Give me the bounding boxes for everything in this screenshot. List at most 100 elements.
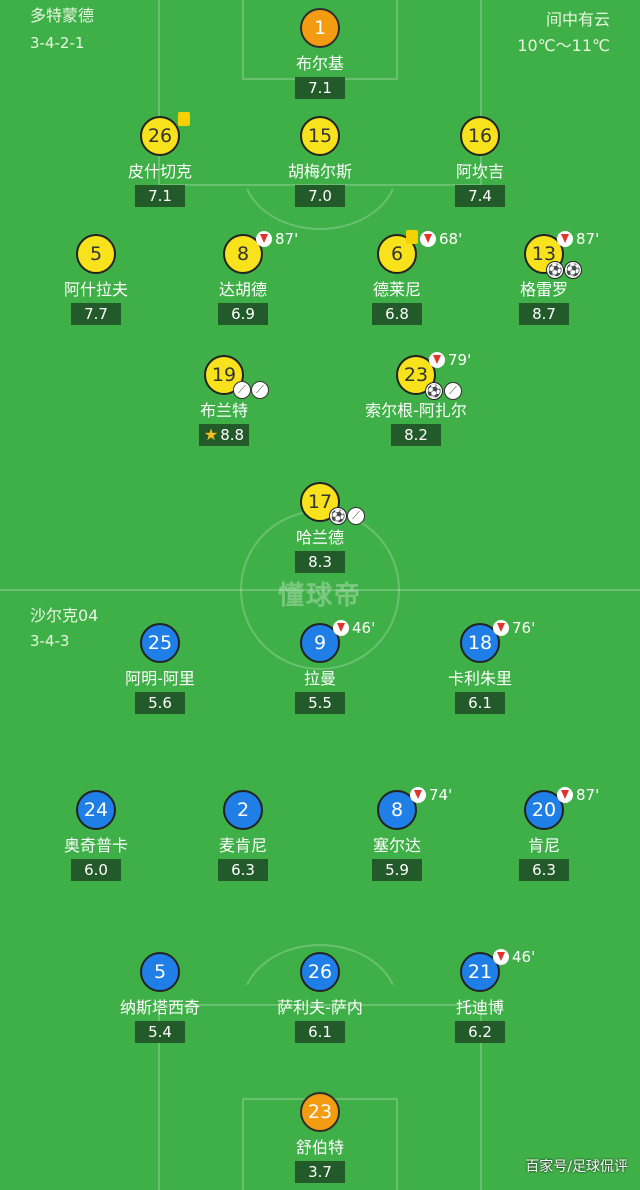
player-card[interactable]: 9 46' 拉曼 5.5	[265, 619, 375, 714]
player-rating: 6.3	[218, 859, 268, 881]
jersey-number: 8	[377, 790, 417, 830]
player-name: 布尔基	[295, 54, 344, 73]
boot-icon: ⟋	[251, 381, 269, 399]
substitution: 74'	[410, 786, 452, 804]
jersey-number: 15	[300, 116, 340, 156]
player-name: 奥奇普卡	[63, 836, 128, 855]
player-name: 肯尼	[527, 836, 560, 855]
player-name: 托迪博	[455, 998, 504, 1017]
player-card[interactable]: 1 布尔基 7.1	[265, 8, 375, 99]
sub-out-icon	[333, 620, 349, 636]
player-card[interactable]: 8 87' 达胡德 6.9	[188, 230, 298, 325]
boot-icon: ⟋	[347, 507, 365, 525]
player-card[interactable]: 20 87' 肯尼 6.3	[489, 786, 599, 881]
player-card[interactable]: 26 皮什切克 7.1	[105, 112, 215, 207]
football-icon: ⚽	[425, 382, 443, 400]
player-rating: 7.1	[135, 185, 185, 207]
player-card[interactable]: 26 萨利夫-萨内 6.1	[265, 952, 375, 1043]
player-rating: 5.5	[295, 692, 345, 714]
bottom-penalty-box	[158, 1004, 482, 1190]
jersey-number: 25	[140, 623, 180, 663]
player-name: 布兰特	[199, 401, 248, 420]
player-name: 阿什拉夫	[63, 280, 128, 299]
player-card[interactable]: 18 76' 卡利朱里 6.1	[425, 619, 535, 714]
player-card[interactable]: 25 阿明-阿里 5.6	[105, 623, 215, 714]
player-rating: 6.1	[295, 1021, 345, 1043]
player-card[interactable]: 17 ⚽ ⟋ 哈兰德 8.3	[265, 482, 375, 573]
player-card[interactable]: 8 74' 塞尔达 5.9	[342, 786, 452, 881]
jersey-number: 23	[300, 1092, 340, 1132]
player-rating: 6.9	[218, 303, 268, 325]
player-name: 索尔根-阿扎尔	[365, 401, 467, 420]
player-name: 麦肯尼	[218, 836, 267, 855]
home-formation: 3-4-2-1	[30, 34, 85, 52]
boot-icon: ⟋	[444, 382, 462, 400]
player-rating: 8.7	[519, 303, 569, 325]
sub-minute: 68'	[439, 230, 463, 248]
player-card[interactable]: 15 胡梅尔斯 7.0	[265, 116, 375, 207]
player-card[interactable]: 19 ⟋ ⟋ 布兰特 ★8.8	[169, 355, 279, 446]
player-rating: 3.7	[295, 1161, 345, 1183]
weather-temperature: 10℃～11℃	[517, 36, 610, 55]
player-card[interactable]: 21 46' 托迪博 6.2	[425, 948, 535, 1043]
sub-minute: 79'	[448, 351, 472, 369]
jersey-number: 26	[140, 116, 180, 156]
substitution: 68'	[420, 230, 462, 248]
source-watermark: 百家号/足球侃评	[525, 1159, 628, 1175]
player-rating: ★8.8	[199, 424, 249, 446]
player-rating: 5.6	[135, 692, 185, 714]
sub-out-icon	[256, 231, 272, 247]
sub-minute: 87'	[576, 786, 600, 804]
player-card[interactable]: 5 纳斯塔西奇 5.4	[105, 952, 215, 1043]
home-team-name: 多特蒙德	[30, 6, 95, 25]
football-icon: ⚽	[329, 507, 347, 525]
sub-out-icon	[493, 620, 509, 636]
substitution: 76'	[493, 619, 535, 637]
player-name: 卡利朱里	[447, 669, 512, 688]
jersey-number: 5	[140, 952, 180, 992]
jersey-number: 24	[76, 790, 116, 830]
substitution: 79'	[429, 351, 471, 369]
away-formation: 3-4-3	[30, 632, 70, 650]
player-card[interactable]: 6 68' 德莱尼 6.8	[342, 230, 462, 325]
player-name: 纳斯塔西奇	[119, 998, 200, 1017]
jersey-number: 16	[460, 116, 500, 156]
player-rating: 7.0	[295, 185, 345, 207]
player-rating: 5.4	[135, 1021, 185, 1043]
player-rating: 6.0	[71, 859, 121, 881]
yellow-card-icon	[406, 230, 418, 244]
player-rating: 6.8	[372, 303, 422, 325]
player-card[interactable]: 16 阿坎吉 7.4	[425, 116, 535, 207]
player-card[interactable]: 23 舒伯特 3.7	[265, 1092, 375, 1183]
player-name: 舒伯特	[295, 1138, 344, 1157]
player-name: 德莱尼	[372, 280, 421, 299]
sub-out-icon	[410, 787, 426, 803]
substitution: 87'	[557, 786, 599, 804]
sub-out-icon	[493, 949, 509, 965]
jersey-number: 23	[396, 355, 436, 395]
player-name: 皮什切克	[127, 162, 192, 181]
player-name: 萨利夫-萨内	[277, 998, 363, 1017]
player-card[interactable]: 23 79' ⚽ ⟋ 索尔根-阿扎尔 8.2	[361, 351, 471, 446]
player-card[interactable]: 5 阿什拉夫 7.7	[41, 234, 151, 325]
sub-minute: 46'	[352, 619, 376, 637]
player-rating: 6.3	[519, 859, 569, 881]
player-card[interactable]: 2 麦肯尼 6.3	[188, 790, 298, 881]
player-name: 阿坎吉	[455, 162, 504, 181]
player-card[interactable]: 13 87' ⚽ ⚽ 格雷罗 8.7	[489, 230, 599, 325]
player-name: 哈兰德	[295, 528, 344, 547]
player-rating: 5.9	[372, 859, 422, 881]
player-rating: 6.2	[455, 1021, 505, 1043]
sub-out-icon	[420, 231, 436, 247]
player-card[interactable]: 24 奥奇普卡 6.0	[41, 790, 151, 881]
sub-minute: 76'	[512, 619, 536, 637]
player-rating: 8.2	[391, 424, 441, 446]
jersey-number: 2	[223, 790, 263, 830]
player-rating: 7.1	[295, 77, 345, 99]
jersey-number: 1	[300, 8, 340, 48]
sub-out-icon	[557, 231, 573, 247]
player-name: 达胡德	[218, 280, 267, 299]
sub-minute: 74'	[429, 786, 453, 804]
boot-icon: ⟋	[233, 381, 251, 399]
